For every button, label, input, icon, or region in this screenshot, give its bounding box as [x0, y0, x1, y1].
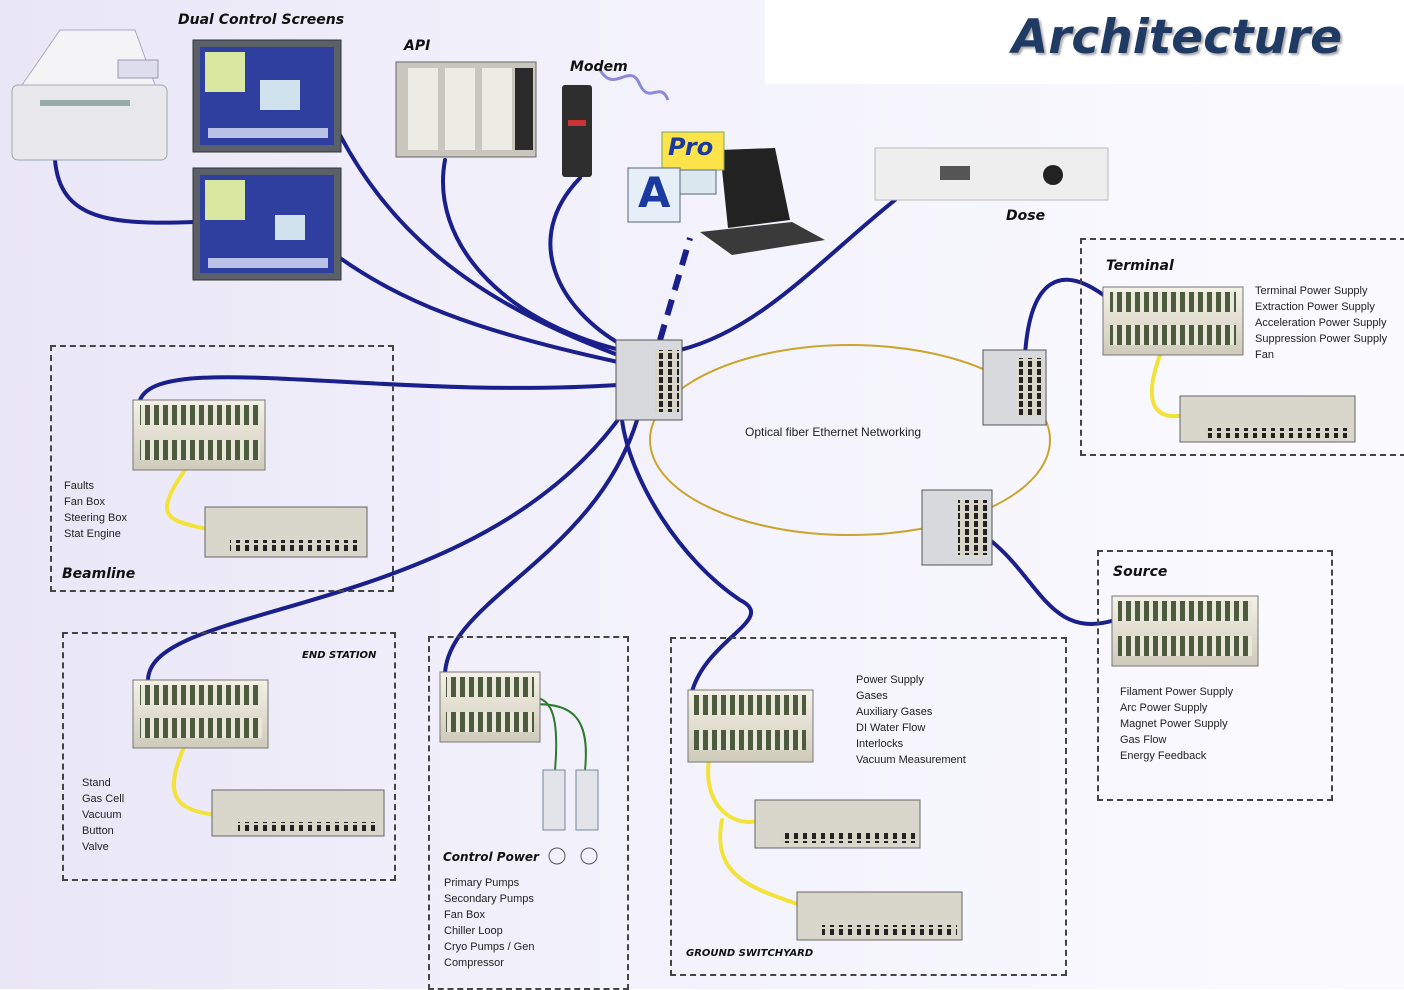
- dual-control-screens-label: Dual Control Screens: [178, 12, 345, 28]
- ethernet-cables: [53, 133, 1117, 702]
- pro-badge-text: Pro: [668, 133, 714, 161]
- source-label: Source: [1113, 564, 1168, 580]
- list-item: Secondary Pumps: [444, 893, 534, 905]
- ring-label: Optical fiber Ethernet Networking: [745, 425, 922, 439]
- list-item: Fan Box: [64, 496, 105, 508]
- list-item: Filament Power Supply: [1120, 686, 1234, 698]
- beamline-label: Beamline: [62, 566, 136, 582]
- modem-icon: [562, 69, 670, 177]
- source-plc: [1111, 595, 1259, 667]
- switchyard-label: GROUND SWITCHYARD: [686, 948, 814, 959]
- switchyard-list: Power Supply Gases Auxiliary Gases DI Wa…: [856, 672, 966, 768]
- printer-icon: [11, 29, 168, 161]
- cable-source: [988, 538, 1117, 626]
- local-links: [165, 353, 1187, 907]
- list-item: Auxiliary Gases: [856, 706, 933, 718]
- cable-dose-switch: [678, 198, 897, 352]
- list-item: Magnet Power Supply: [1120, 718, 1228, 730]
- wireless-link-laptop: [657, 237, 693, 341]
- controlpower-plc: [439, 671, 541, 743]
- endstation-group: [62, 632, 396, 881]
- terminal-plc: [1102, 286, 1244, 356]
- modem-label: Modem: [570, 59, 628, 75]
- main-switch-icon: [615, 339, 683, 421]
- list-item: Fan: [1255, 349, 1274, 361]
- beamline-plc: [132, 399, 266, 471]
- cable-endstation: [146, 408, 627, 682]
- beamline-group: [50, 345, 394, 592]
- source-group: [1097, 550, 1333, 801]
- api-label: API: [404, 38, 431, 54]
- list-item: Valve: [82, 841, 109, 853]
- list-item: Suppression Power Supply: [1255, 333, 1388, 345]
- list-item: Steering Box: [64, 512, 127, 524]
- switchyard-io-2: [796, 891, 963, 941]
- list-item: Acceleration Power Supply: [1255, 317, 1387, 329]
- endstation-label: END STATION: [302, 650, 377, 661]
- list-item: Vacuum: [82, 809, 122, 821]
- laptop-icon: [700, 148, 825, 255]
- list-item: Terminal Power Supply: [1255, 285, 1368, 297]
- terminal-io: [1179, 395, 1356, 443]
- terminal-group: [1080, 238, 1404, 456]
- switchyard-plc: [687, 689, 814, 763]
- list-item: Chiller Loop: [444, 925, 503, 937]
- list-item: Interlocks: [856, 738, 904, 750]
- cable-modem-switch: [548, 176, 624, 347]
- list-item: Stat Engine: [64, 528, 121, 540]
- list-item: Button: [82, 825, 114, 837]
- list-item: Gas Cell: [82, 793, 125, 805]
- controlpower-list: Primary Pumps Secondary Pumps Fan Box Ch…: [444, 875, 534, 971]
- dose-label: Dose: [1006, 208, 1046, 224]
- terminal-list: Terminal Power Supply Extraction Power S…: [1255, 283, 1387, 363]
- list-item: Vacuum Measurement: [856, 754, 966, 766]
- endstation-plc: [132, 679, 269, 749]
- cable-api-switch: [441, 158, 622, 352]
- api-plc-icon: [395, 61, 537, 158]
- source-switch-icon: [921, 489, 993, 566]
- title-panel: [765, 0, 1404, 84]
- terminal-switch-icon: [982, 349, 1047, 426]
- fiber-ring: [649, 344, 1051, 536]
- list-item: Cryo Pumps / Gen: [444, 941, 535, 953]
- a-badge-text: A: [638, 168, 671, 217]
- list-item: Power Supply: [856, 674, 924, 686]
- software-badges: [627, 131, 725, 223]
- switchyard-group: [670, 637, 1067, 976]
- beamline-list: Faults Fan Box Steering Box Stat Engine: [64, 478, 127, 542]
- list-item: Compressor: [444, 957, 504, 969]
- beamline-io: [204, 506, 368, 558]
- list-item: Arc Power Supply: [1120, 702, 1208, 714]
- control-screen-1: [192, 39, 342, 153]
- cable-switchyard: [620, 418, 754, 702]
- dose-panel-icon: [874, 147, 1109, 201]
- endstation-list: Stand Gas Cell Vacuum Button Valve: [82, 775, 124, 855]
- controlpower-label: Control Power: [443, 850, 539, 864]
- cable-printer-screen: [53, 158, 197, 225]
- list-item: Gases: [856, 690, 888, 702]
- cable-beamline: [138, 375, 620, 402]
- list-item: Extraction Power Supply: [1255, 301, 1375, 313]
- list-item: Stand: [82, 777, 111, 789]
- cable-screen2-switch: [338, 256, 620, 364]
- pump-drives: [542, 769, 599, 865]
- terminal-label: Terminal: [1106, 258, 1174, 274]
- cable-terminal: [1023, 277, 1112, 357]
- switchyard-io-1: [754, 799, 921, 849]
- endstation-io: [211, 789, 385, 837]
- page-title: Architecture: [1011, 10, 1342, 65]
- list-item: Primary Pumps: [444, 877, 520, 889]
- list-item: Fan Box: [444, 909, 485, 921]
- list-item: Gas Flow: [1120, 734, 1167, 746]
- list-item: Faults: [64, 480, 94, 492]
- cable-controlpower: [442, 408, 642, 682]
- list-item: Energy Feedback: [1120, 750, 1207, 762]
- list-item: DI Water Flow: [856, 722, 926, 734]
- control-screen-2: [192, 167, 342, 281]
- source-list: Filament Power Supply Arc Power Supply M…: [1120, 684, 1233, 764]
